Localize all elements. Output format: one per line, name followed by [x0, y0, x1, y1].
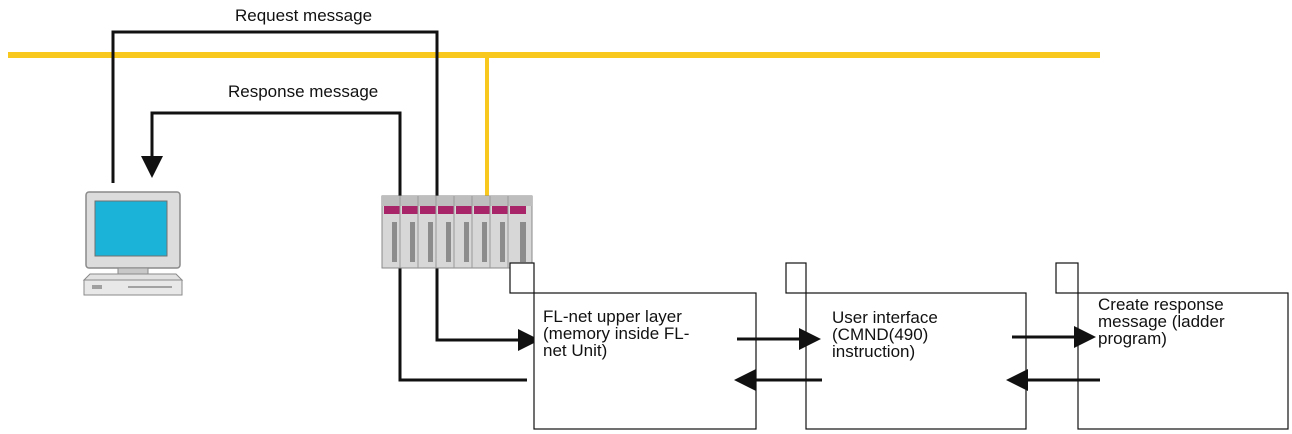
- response-message-label: Response message: [228, 83, 378, 101]
- response-arrow-head: [141, 156, 163, 178]
- user-interface-box-text: User interface (CMND(490) instruction): [832, 309, 1022, 360]
- create-response-box-text: Create response message (ladder program): [1098, 296, 1283, 347]
- request-message-label: Request message: [235, 7, 372, 25]
- response-path: [152, 113, 400, 200]
- plc-rack-icon: [382, 196, 532, 268]
- computer-icon: [84, 192, 182, 295]
- flnet-box-text: FL-net upper layer (memory inside FL- ne…: [543, 308, 748, 359]
